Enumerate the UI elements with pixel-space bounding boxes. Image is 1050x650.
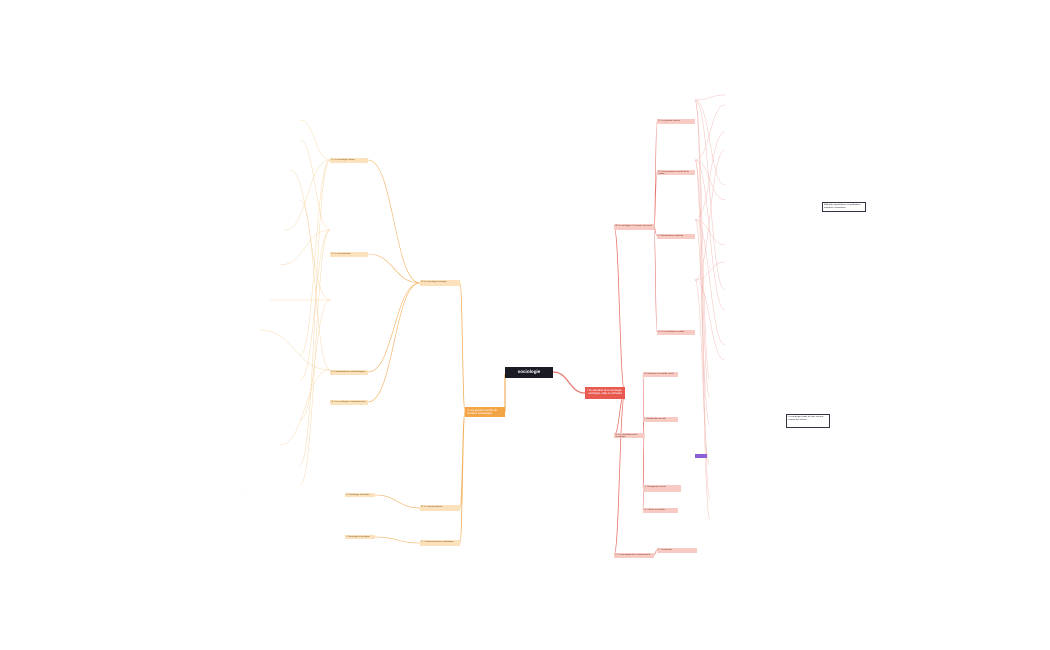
branch-left-1b[interactable]: E. Le structuralisme [330, 252, 368, 257]
leaf-left-13 [299, 229, 331, 486]
leaf-right-11 [694, 279, 726, 361]
branch-left-2[interactable]: B. Le fonctionnalisme [420, 505, 460, 511]
leaf-right-0 [694, 94, 726, 101]
leaf-right-5 [694, 159, 726, 201]
branch-right-2a[interactable]: H. Déviance et contrôle social [643, 372, 678, 377]
note-box-1: La sociologie étudie les faits sociaux c… [786, 414, 830, 428]
branch-right-2c[interactable]: J. Changement social [643, 485, 681, 492]
main-branch-right[interactable]: I. Du domaine de la sociologie : sociolo… [585, 387, 625, 399]
link-left-1-1 [367, 253, 421, 284]
branch-right-2[interactable]: B. Les méthodes de la sociologie [614, 433, 644, 438]
branch-left-1d[interactable]: G. Les sociologies contemporaines [330, 400, 368, 405]
link-left-3-0 [374, 536, 421, 544]
leaf-right-7 [694, 261, 726, 281]
branch-left-1c[interactable]: F. L'individualisme méthodologique [330, 370, 368, 375]
link-right-1-3 [653, 226, 658, 333]
link-left-0 [459, 282, 466, 413]
leaf-left-7 [259, 329, 331, 371]
link-right-1-2 [653, 226, 658, 237]
leaf-right-17 [694, 159, 711, 521]
page-footer: page 1 [241, 491, 246, 492]
branch-right-1[interactable]: A. La sociologie : la science du social [614, 224, 654, 230]
leaf-right-15 [694, 279, 711, 466]
link-right-0 [613, 226, 626, 394]
leaf-left-4 [284, 159, 331, 231]
link-left-1-2 [367, 282, 421, 373]
leaf-left-3 [299, 199, 331, 371]
leaf-right-4 [694, 99, 726, 186]
branch-right-1b[interactable]: E. La construction sociale de la réalité [657, 170, 695, 175]
main-branch-left[interactable]: II. Les grands courants de l'analyse soc… [465, 407, 505, 417]
link-right-3-0 [653, 549, 658, 556]
link-root-right [552, 371, 586, 394]
branch-right-3[interactable]: C. La sociologie de la connaissance [614, 553, 654, 558]
leaf-left-12 [299, 159, 331, 466]
link-right-1-1 [653, 171, 658, 228]
leaf-left-11 [279, 369, 331, 446]
branch-left-3[interactable]: C. L'interactionnisme symbolique [420, 540, 460, 546]
branch-right-1c[interactable]: F. Socialisation et identité [657, 234, 695, 239]
leaf-left-9 [299, 229, 331, 381]
branch-left-2b[interactable]: I. Sociologie et politique [345, 535, 375, 539]
branch-right-1a[interactable]: D. Les grands auteurs [657, 119, 695, 124]
leaf-left-0 [299, 119, 331, 161]
leaf-right-8 [694, 99, 726, 291]
branch-left-1a[interactable]: D. La sociologie critique [330, 158, 368, 163]
leaf-right-13 [694, 159, 711, 399]
leaf-right-16 [694, 99, 711, 501]
branch-right-1d[interactable]: G. Les institutions sociales [657, 330, 695, 335]
branch-right-3a[interactable]: L. Conclusion [657, 548, 697, 553]
link-left-2-0 [374, 494, 421, 509]
leaf-right-12 [694, 99, 711, 381]
branch-left-1[interactable]: A. La sociologie classique [420, 280, 460, 286]
leaf-right-9 [694, 159, 726, 311]
leaf-left-1 [299, 139, 331, 231]
leaf-right-6 [694, 219, 726, 246]
link-left-1-3 [367, 282, 421, 403]
link-left-2 [459, 411, 466, 544]
branch-right-2d[interactable]: K. Culture et sociétés [643, 508, 678, 513]
leaf-right-1 [694, 104, 726, 161]
branch-right-2b[interactable]: I. Stratification sociale [643, 417, 678, 422]
link-left-1-0 [367, 159, 421, 284]
leaf-left-5 [279, 229, 331, 266]
note-box-2: Méthodes quantitatives et qualitatives, … [822, 202, 866, 212]
branch-left-2a[interactable]: H. Sociologie et histoire [345, 493, 375, 497]
leaf-right-14 [694, 219, 711, 426]
leaf-right-2 [694, 131, 726, 221]
link-right-2 [613, 392, 626, 556]
purple-tag [695, 454, 707, 458]
leaf-left-8 [299, 159, 331, 356]
root-topic[interactable]: sociologie [505, 367, 553, 378]
